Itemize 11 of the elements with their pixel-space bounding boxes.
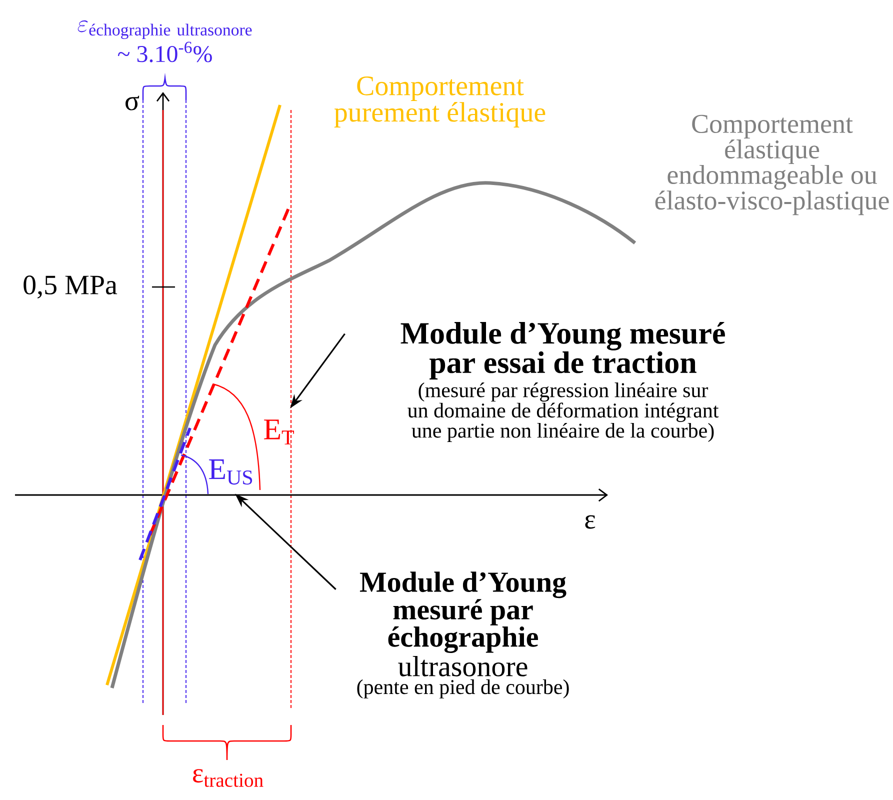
curve-label: Comportement élastique endommageable ou élasto-visco-plastique: [655, 114, 889, 216]
axis-label: ε: [585, 515, 596, 529]
axis-label: ε$_{traction}$: [193, 769, 264, 787]
curve-label: Comportement purement élastique: [334, 76, 546, 128]
axis-label: $\varepsilon_{\text{échographie ultrasonore}}$: [78, 20, 252, 40]
axis-label: σ: [126, 96, 140, 110]
value-label: ~ 3.10$^{-6}$%: [118, 42, 212, 62]
annotation-text: Module d’Young mesuré par échographie ultrasonore (pente en pied de courbe): [357, 572, 569, 698]
tick-label: 0,5 MPa: [24, 276, 118, 298]
annotation-text: Module d’Young mesuré par essai de traction (mesuré par régression linéaire sur un domaine de déformation intégrant une partie non linéaire de la courbe): [400, 322, 725, 442]
angle-mark: E$_{US}$: [180, 454, 252, 494]
